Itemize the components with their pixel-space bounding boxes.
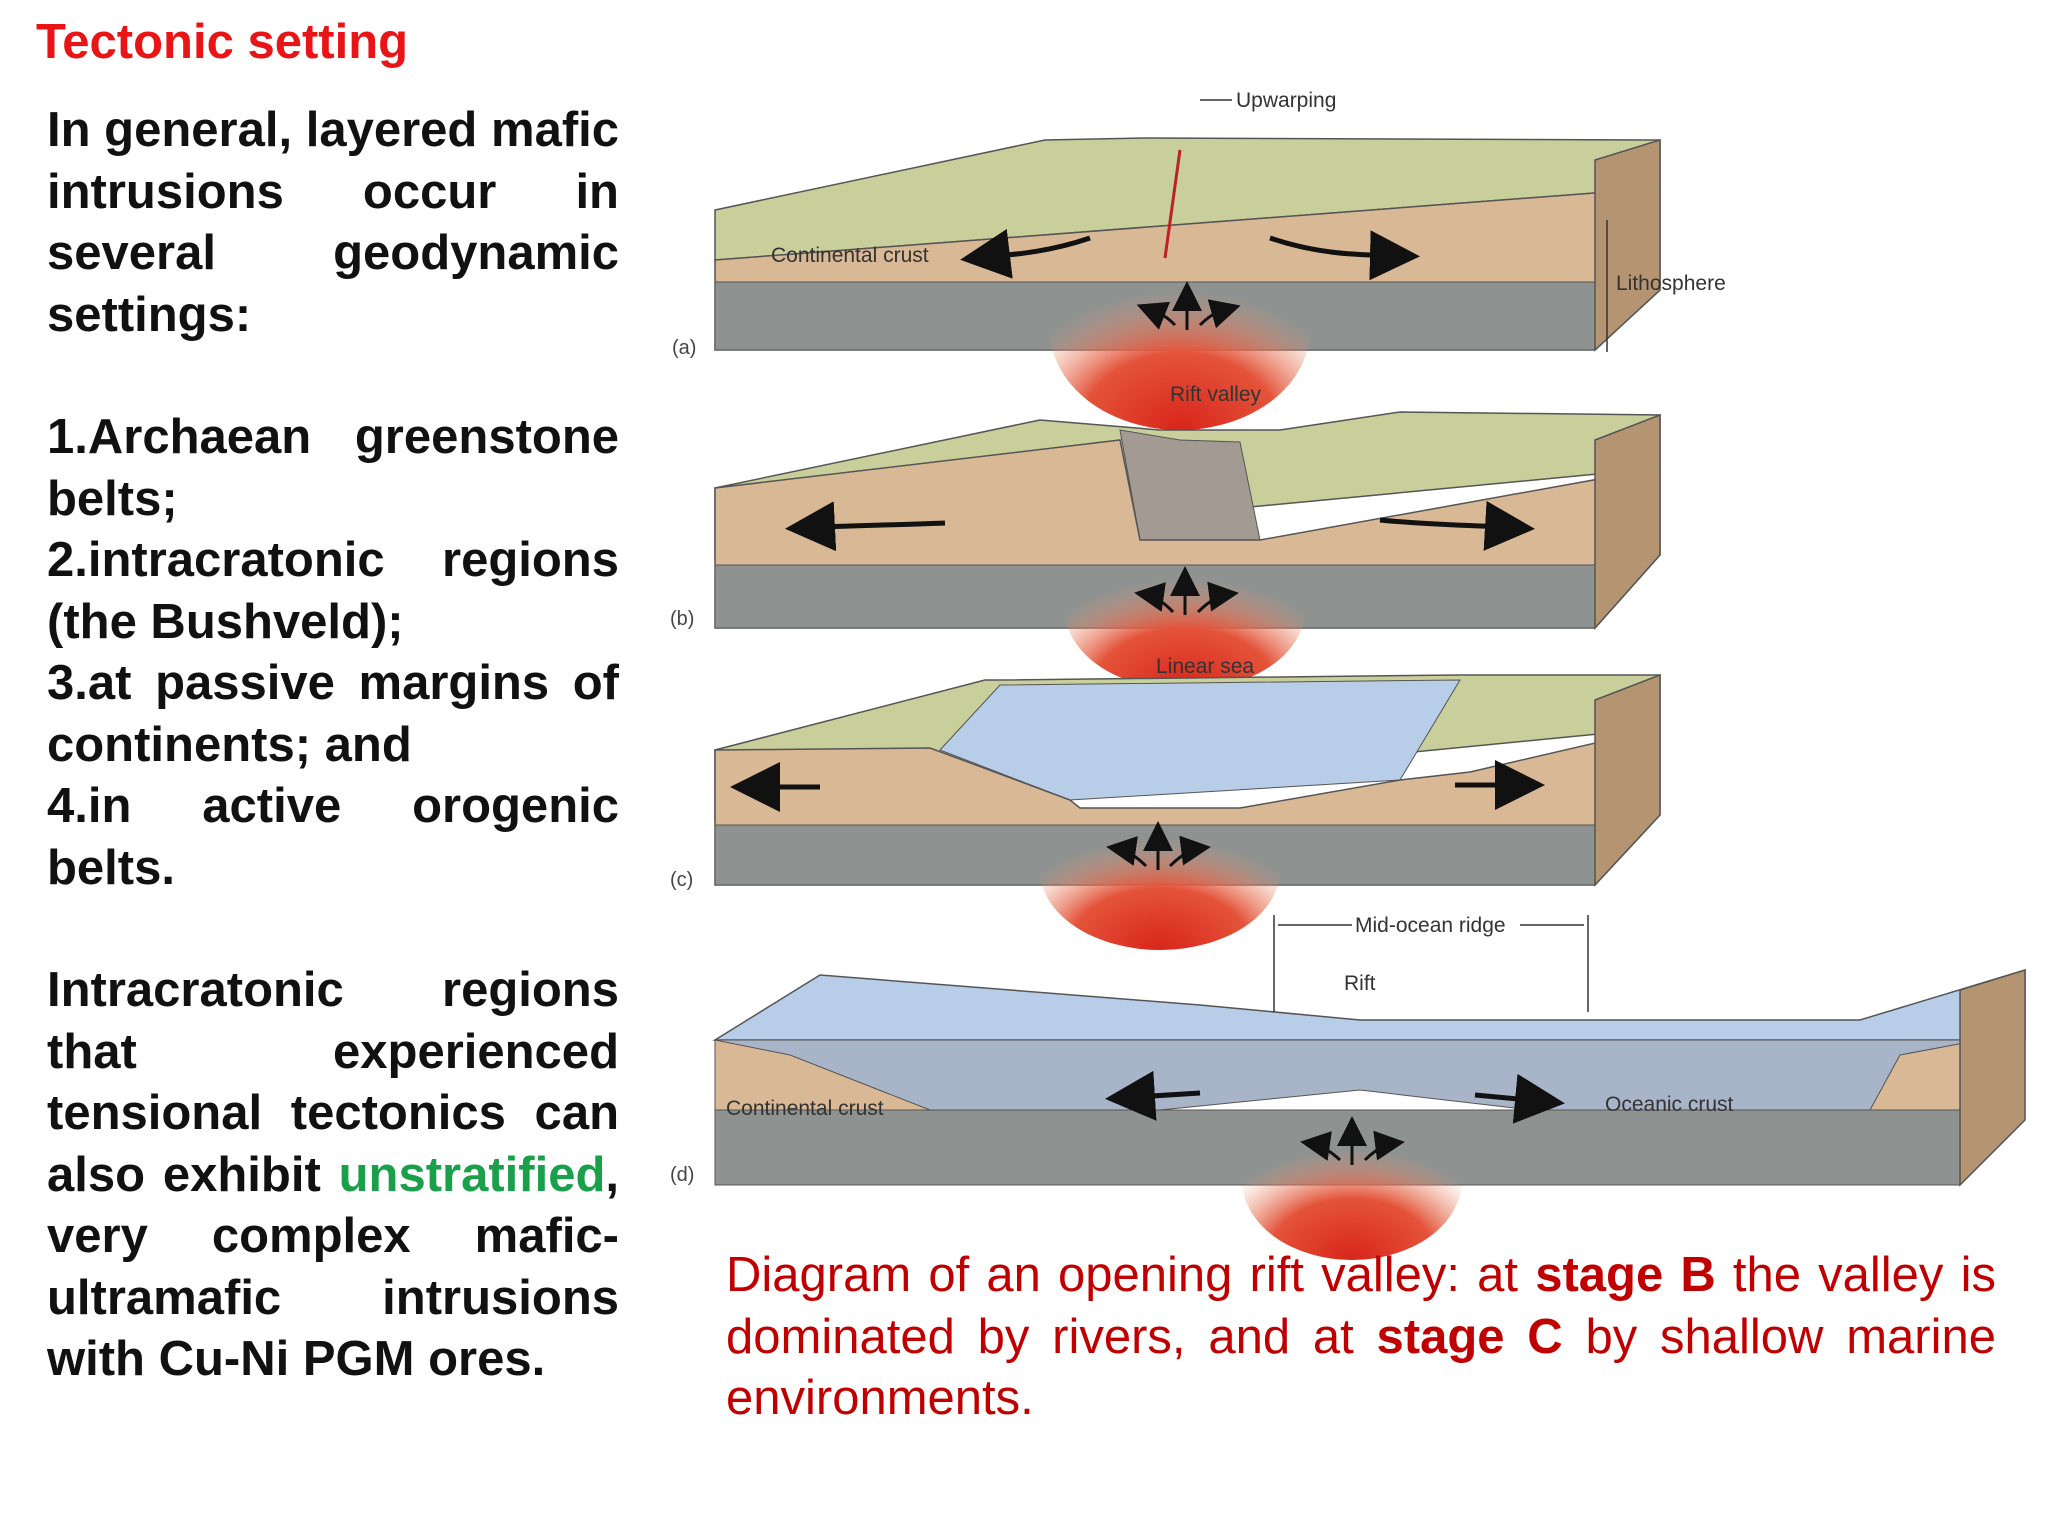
mid-ocean-ridge-label: Mid-ocean ridge: [1355, 914, 1506, 937]
caption-text-a: Diagram of an opening rift valley: at: [726, 1248, 1536, 1302]
caption-text-c: by shallow marine environments.: [726, 1309, 1996, 1426]
para2-text-a: Intracratonic regions that experienced t…: [47, 963, 619, 1202]
setting-item-4: 4.in active orogenic belts.: [47, 779, 619, 895]
continental-crust-label-a: Continental crust: [771, 244, 929, 267]
panel-b-label: (b): [670, 608, 694, 630]
diagram-caption: Diagram of an opening rift valley: at st…: [726, 1245, 1996, 1430]
para2-text-b: , very complex mafic-ultramafic intrusio…: [47, 1147, 619, 1387]
panel-a-label: (a): [672, 337, 696, 359]
intracratonic-paragraph: Intracratonic regions that experienced t…: [47, 960, 619, 1391]
intro-paragraph: In general, layered mafic intrusions occ…: [47, 103, 619, 342]
setting-item-2: 2.intracratonic regions (the Bushveld);: [47, 533, 619, 649]
left-text-column: In general, layered mafic intrusions occ…: [47, 100, 619, 1391]
unstratified-highlight: unstratified: [338, 1147, 606, 1202]
setting-item-3: 3.at passive margins of continents; and: [47, 656, 619, 772]
panel-c: Linear sea (c): [670, 655, 1661, 950]
setting-item-1: 1.Archaean greenstone belts;: [47, 410, 619, 526]
panel-c-label: (c): [670, 869, 693, 891]
caption-text-b: the valley is dominated by rivers, and a…: [726, 1248, 1996, 1364]
panel-a: Upwarping Continental crust Lithosphere …: [672, 89, 1726, 430]
panel-b: Rift valley (b): [670, 383, 1661, 690]
caption-stage-c: stage C: [1376, 1309, 1563, 1364]
caption-stage-b: stage B: [1535, 1248, 1716, 1302]
continental-crust-label-d: Continental crust: [726, 1097, 884, 1120]
panel-d-label: (d): [670, 1164, 694, 1186]
slide-title: Tectonic setting: [36, 15, 409, 69]
panel-d: Mid-ocean ridge Rift Continental crust O…: [670, 914, 2026, 1260]
upwarping-label: Upwarping: [1236, 89, 1336, 112]
rift-label: Rift: [1344, 972, 1376, 995]
rift-valley-label: Rift valley: [1170, 383, 1262, 406]
lithosphere-label: Lithosphere: [1616, 272, 1726, 295]
oceanic-crust-label: Oceanic crust: [1605, 1093, 1734, 1116]
linear-sea-label: Linear sea: [1156, 655, 1254, 678]
